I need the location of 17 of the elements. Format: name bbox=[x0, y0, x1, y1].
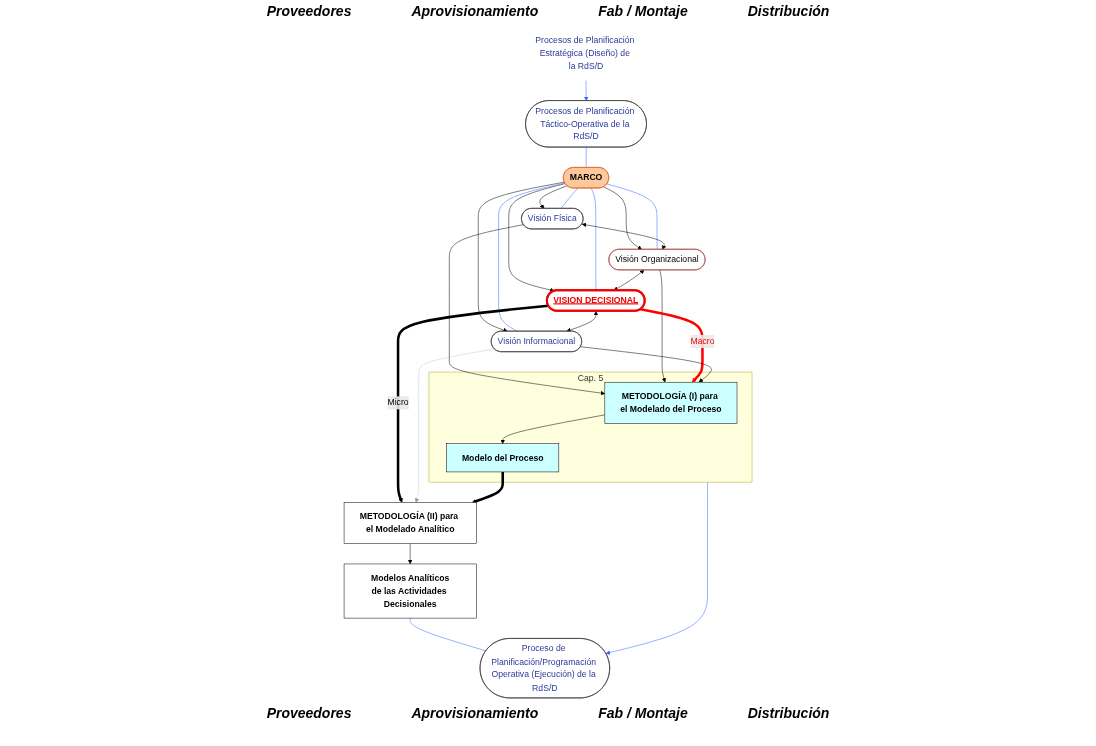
edge-label: Macro bbox=[690, 336, 715, 347]
node-box: METODOLOGÍA (II) para el Modelado Analítico bbox=[343, 502, 477, 544]
node-box: Modelo del Proceso bbox=[446, 443, 560, 473]
column-header: Fab / Montaje bbox=[598, 3, 688, 19]
node-box: METODOLOGÍA (I) para el Modelado del Proceso bbox=[604, 381, 738, 424]
edge-label: Micro bbox=[387, 397, 409, 408]
node-text: Procesos de Planificación Estratégica (Diseño) de la RdS/D bbox=[535, 35, 635, 71]
column-header: Aprovisionamiento bbox=[411, 3, 539, 19]
arrow bbox=[471, 471, 504, 504]
column-header: Proveedores bbox=[266, 3, 352, 19]
arrow bbox=[640, 308, 704, 383]
column-header: Aprovisionamiento bbox=[411, 705, 539, 721]
column-header: Distribución bbox=[747, 705, 830, 721]
column-header: Fab / Montaje bbox=[598, 705, 688, 721]
column-header: Proveedores bbox=[266, 705, 352, 721]
column-header: Distribución bbox=[747, 3, 830, 19]
node-box: Modelos Analíticos de las Actividades Decisionales bbox=[343, 563, 477, 619]
